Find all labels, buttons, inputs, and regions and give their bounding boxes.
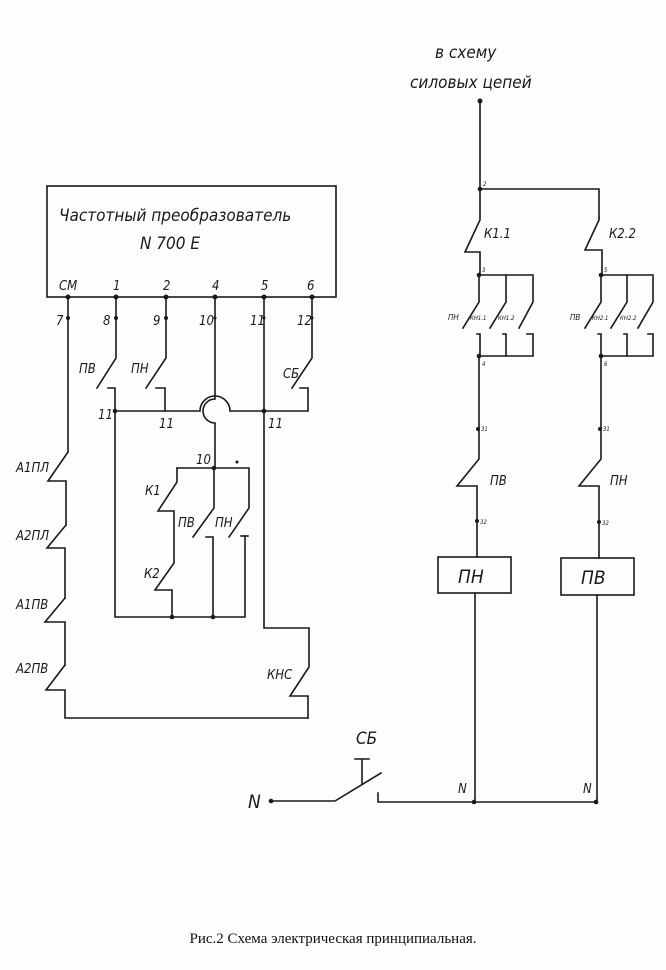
node-label: N	[583, 782, 592, 797]
contact-label-pn-series: ПН	[610, 474, 628, 489]
node-label: 5	[604, 267, 608, 274]
pushbutton-sb	[270, 771, 383, 802]
node-dot	[598, 427, 602, 431]
terminal-label: 5	[261, 279, 268, 294]
wire-number: 9	[153, 314, 160, 329]
wire-number: 7	[56, 314, 64, 329]
node-label: 31	[603, 426, 610, 433]
node-label: 11	[98, 408, 113, 423]
contact-k11	[463, 188, 481, 276]
node-label: 11	[159, 417, 174, 432]
node-label: N	[458, 782, 467, 797]
contact-pv-group	[583, 274, 602, 330]
terminal-label: CM	[59, 279, 77, 294]
contact-kns	[263, 410, 310, 719]
contact-label-k2: К2	[144, 567, 160, 582]
node-dot	[471, 799, 477, 805]
contacts-k1-k2	[153, 467, 178, 618]
left-control-circuit: А1ПЛ А2ПЛ А1ПВ А2ПВ ПВ ПН 11 11 11 СБ	[15, 296, 313, 719]
node-dot	[476, 427, 480, 431]
node-dot	[210, 614, 216, 620]
terminal-label: 4	[212, 279, 219, 294]
contact-label-pn-inner: ПН	[215, 516, 233, 531]
contact-label-kn21: КН2.1	[592, 315, 608, 322]
right-coil-circuit: в схему силовых цепей 2 К1.1 К2.2 3 ПН К…	[248, 43, 654, 813]
node-label: 2	[483, 181, 487, 188]
wire-number: 8	[103, 314, 110, 329]
terminal-label: 1	[113, 279, 120, 294]
node-label: 6	[604, 361, 608, 368]
contact-a2pv	[44, 663, 309, 719]
contact-label-a1pl: А1ПЛ	[15, 461, 49, 476]
node-label: 3	[482, 267, 486, 274]
contact-label-pv-inner: ПВ	[178, 516, 195, 531]
contact-pn-series	[577, 355, 602, 559]
pushbutton-label: СБ	[356, 729, 377, 749]
contact-pv-inner	[191, 467, 215, 539]
contact-label-pv-group: ПВ	[570, 313, 580, 322]
node-dot	[475, 519, 479, 523]
node-dot	[593, 799, 599, 805]
contact-label-kn22: КН2.2	[620, 315, 637, 322]
neutral-bus	[377, 792, 598, 803]
contact-label-pv-series: ПВ	[490, 474, 507, 489]
contact-label-k1: К1	[145, 484, 161, 499]
wire-11-loop	[114, 410, 246, 618]
figure-caption: Рис.2 Схема электрическая принципиальная…	[189, 931, 477, 947]
contact-label-kn11: КН1.1	[470, 315, 486, 322]
wire-number: 11	[250, 314, 265, 329]
contact-sb	[290, 296, 313, 390]
node-dot	[597, 520, 601, 524]
contact-label-pn-group: ПН	[448, 313, 459, 322]
coil-label-pn: ПН	[458, 566, 484, 588]
contact-label-kns: КНС	[267, 668, 293, 683]
node-label: 10	[196, 453, 211, 468]
contact-pv-series	[455, 355, 480, 558]
contact-k22	[583, 217, 603, 276]
contact-pn	[144, 296, 167, 390]
contact-label-kn12: КН1.2	[498, 315, 515, 322]
contact-label-sb: СБ	[283, 367, 299, 382]
contact-label-a1pv: А1ПВ	[15, 598, 48, 613]
contact-label-a2pv: А2ПВ	[15, 662, 48, 677]
inverter-model: N 700 E	[140, 234, 200, 254]
wire-number: 12	[297, 314, 312, 329]
coil-label-pv: ПВ	[581, 567, 606, 589]
node-label: 4	[482, 361, 486, 368]
neutral-input-label: N	[248, 791, 261, 813]
wire-2	[479, 100, 600, 219]
inverter-title: Частотный преобразователь	[59, 206, 291, 226]
node-label: 32	[480, 519, 487, 526]
terminal-label: 2	[163, 279, 170, 294]
inverter-box	[46, 185, 337, 298]
contact-a2pl	[45, 523, 68, 599]
bus-11	[114, 387, 309, 412]
supply-label: силовых цепей	[410, 73, 532, 93]
pushbutton-actuator	[354, 758, 370, 785]
supply-label: в схему	[435, 43, 497, 63]
wire-number: 10	[199, 314, 214, 329]
contact-pv	[95, 296, 117, 390]
node-label: 31	[481, 426, 488, 433]
contact-a1pl	[46, 450, 70, 526]
node-label: 11	[268, 417, 283, 432]
node-dot	[169, 614, 175, 620]
speck	[235, 460, 239, 464]
contact-label-a2pl: А2ПЛ	[15, 529, 49, 544]
contact-label-k22: К2.2	[609, 227, 636, 242]
contact-label-pn: ПН	[131, 362, 149, 377]
contact-pn-group	[461, 274, 480, 330]
terminal-label: 6	[307, 279, 314, 294]
contact-label-k11: К1.1	[484, 227, 511, 242]
node-label: 32	[602, 520, 609, 527]
frequency-inverter-block: Частотный преобразователь N 700 E CM 1 2…	[46, 185, 337, 329]
contact-a1pv	[43, 596, 67, 666]
contact-label-pv: ПВ	[79, 362, 96, 377]
wire-10	[202, 296, 216, 469]
